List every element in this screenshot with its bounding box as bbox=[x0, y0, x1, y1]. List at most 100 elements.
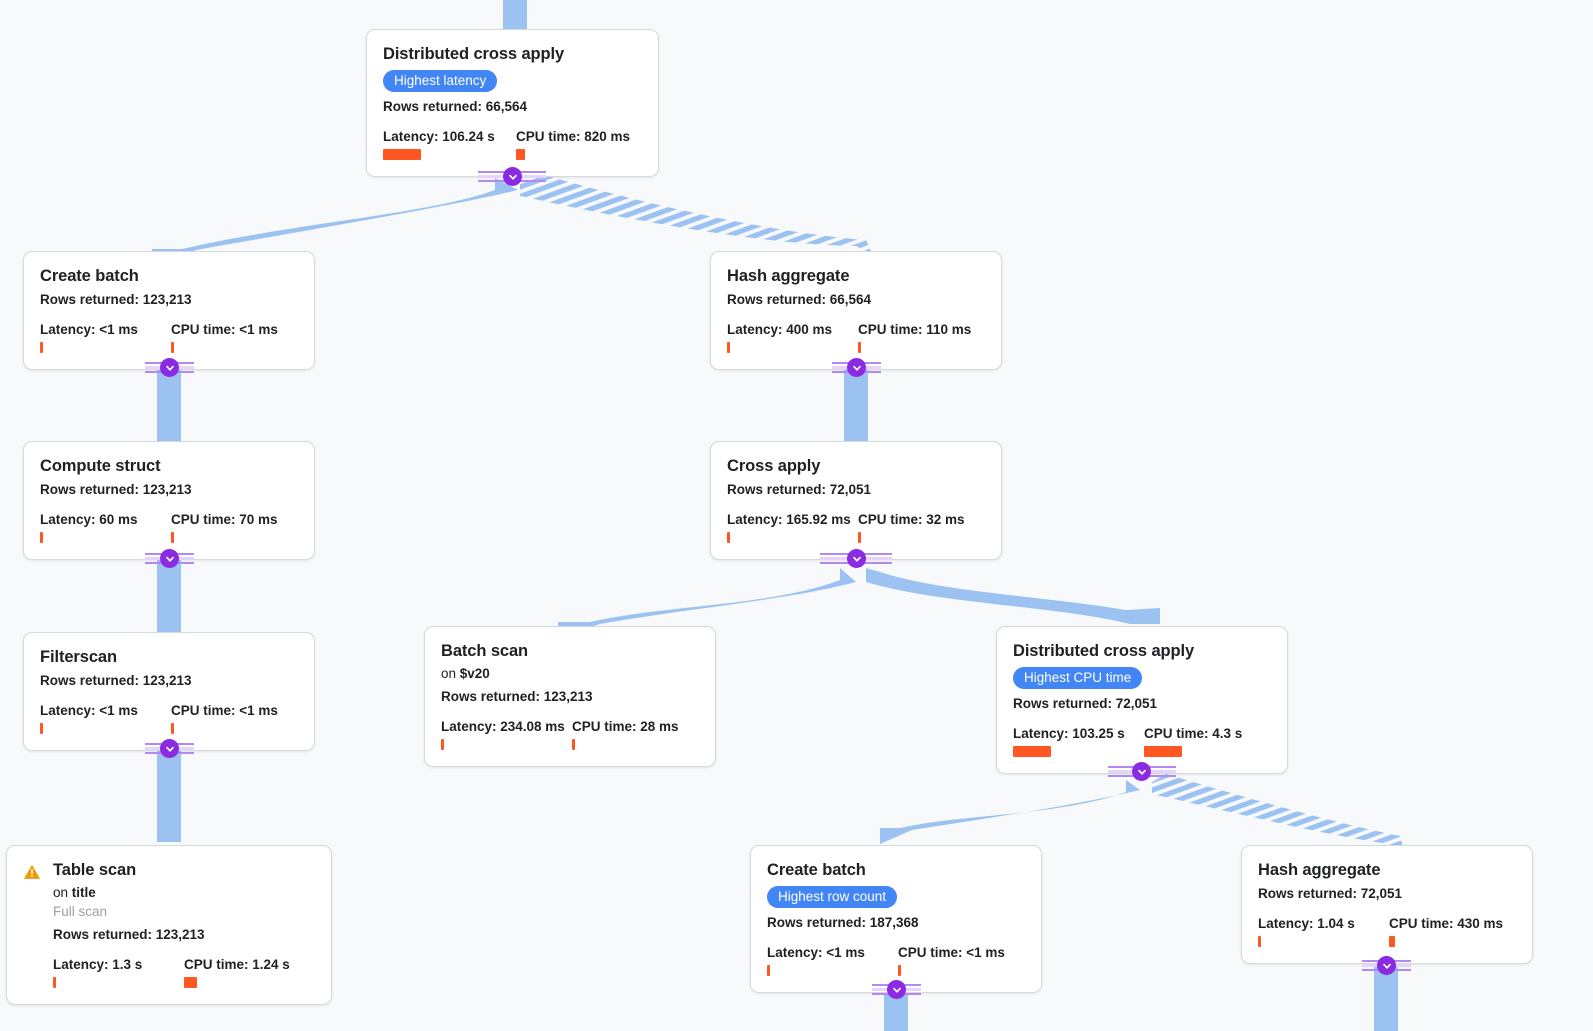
plan-node-create-batch-bottom[interactable]: Create batch Highest row count Rows retu… bbox=[750, 845, 1042, 993]
cpu-bar bbox=[171, 342, 174, 353]
cpu-bar bbox=[1144, 746, 1182, 757]
latency-label: Latency: 60 ms bbox=[40, 512, 138, 527]
chevron-down-icon bbox=[165, 746, 174, 752]
latency-metric: Latency: <1 ms bbox=[40, 703, 171, 734]
rows-returned: Rows returned: 66,564 bbox=[383, 99, 528, 114]
cpu-label: CPU time: 28 ms bbox=[572, 719, 679, 734]
rows-returned: Rows returned: 72,051 bbox=[1013, 696, 1158, 711]
edge-distributed-to-hash-aggregate bbox=[1152, 774, 1404, 850]
collapse-toggle-create-batch[interactable] bbox=[160, 358, 179, 377]
status-badge: Highest latency bbox=[383, 70, 498, 92]
latency-bar bbox=[441, 739, 444, 750]
cpu-metric: CPU time: 430 ms bbox=[1389, 916, 1503, 947]
on-prefix: on bbox=[53, 885, 72, 900]
latency-metric: Latency: 1.04 s bbox=[1258, 916, 1389, 947]
collapse-toggle-distributed-cross-apply[interactable] bbox=[1132, 762, 1151, 781]
latency-metric: Latency: 234.08 ms bbox=[441, 719, 572, 750]
latency-label: Latency: 165.92 ms bbox=[727, 512, 851, 527]
cpu-bar bbox=[898, 965, 901, 976]
collapse-toggle-root[interactable] bbox=[503, 167, 522, 186]
rows-returned: Rows returned: 66,564 bbox=[727, 292, 872, 307]
node-title: Hash aggregate bbox=[727, 267, 850, 285]
collapse-toggle-hash-aggregate-bottom[interactable] bbox=[1377, 956, 1396, 975]
cpu-bar bbox=[858, 532, 861, 543]
latency-bar bbox=[40, 723, 43, 734]
plan-node-cross-apply[interactable]: Cross apply Rows returned: 72,051 Latenc… bbox=[710, 441, 1002, 560]
node-title: Distributed cross apply bbox=[1013, 642, 1195, 660]
cpu-metric: CPU time: 32 ms bbox=[858, 512, 965, 543]
collapse-toggle-cross-apply[interactable] bbox=[847, 549, 866, 568]
latency-label: Latency: 234.08 ms bbox=[441, 719, 565, 734]
scan-target-name: title bbox=[71, 885, 96, 900]
status-badge: Highest CPU time bbox=[1013, 667, 1143, 689]
rows-returned: Rows returned: 123,213 bbox=[40, 673, 192, 688]
cpu-label: CPU time: 70 ms bbox=[171, 512, 278, 527]
cpu-metric: CPU time: 110 ms bbox=[858, 322, 971, 353]
latency-metric: Latency: 106.24 s bbox=[383, 129, 516, 160]
cpu-label: CPU time: <1 ms bbox=[898, 945, 1005, 960]
cpu-metric: CPU time: 28 ms bbox=[572, 719, 679, 750]
latency-metric: Latency: 400 ms bbox=[727, 322, 858, 353]
latency-metric: Latency: <1 ms bbox=[767, 945, 898, 976]
chevron-down-icon bbox=[1137, 769, 1146, 775]
latency-bar bbox=[767, 965, 770, 976]
cpu-label: CPU time: <1 ms bbox=[171, 322, 278, 337]
latency-label: Latency: <1 ms bbox=[40, 703, 138, 718]
node-title: Compute struct bbox=[40, 457, 161, 475]
cpu-bar bbox=[171, 532, 174, 543]
collapse-toggle-create-batch-bottom[interactable] bbox=[887, 980, 906, 999]
cpu-metric: CPU time: <1 ms bbox=[171, 703, 278, 734]
cpu-label: CPU time: 820 ms bbox=[516, 129, 631, 144]
plan-node-create-batch[interactable]: Create batch Rows returned: 123,213 Late… bbox=[23, 251, 315, 370]
cpu-metric: CPU time: 1.24 s bbox=[184, 957, 290, 988]
node-title: Cross apply bbox=[727, 457, 821, 475]
plan-node-batch-scan[interactable]: Batch scan on $v20 Rows returned: 123,21… bbox=[424, 626, 716, 767]
cpu-bar bbox=[572, 739, 575, 750]
cpu-bar bbox=[171, 723, 174, 734]
scan-type: Full scan bbox=[53, 904, 108, 919]
cpu-metric: CPU time: 70 ms bbox=[171, 512, 278, 543]
rows-returned: Rows returned: 123,213 bbox=[40, 292, 192, 307]
node-title: Table scan bbox=[53, 861, 137, 879]
cpu-metric: CPU time: 820 ms bbox=[516, 129, 630, 160]
collapse-toggle-compute-struct[interactable] bbox=[160, 549, 179, 568]
cpu-bar bbox=[184, 977, 197, 988]
latency-metric: Latency: <1 ms bbox=[40, 322, 171, 353]
latency-label: Latency: 103.25 s bbox=[1013, 726, 1125, 741]
rows-returned: Rows returned: 123,213 bbox=[40, 482, 192, 497]
cpu-label: CPU time: 110 ms bbox=[858, 322, 972, 337]
cpu-bar bbox=[1389, 936, 1395, 947]
latency-label: Latency: 1.3 s bbox=[53, 957, 143, 972]
plan-node-compute-struct[interactable]: Compute struct Rows returned: 123,213 La… bbox=[23, 441, 315, 560]
node-title: Hash aggregate bbox=[1258, 861, 1381, 879]
scan-target: on $v20 bbox=[441, 664, 699, 683]
latency-label: Latency: 1.04 s bbox=[1258, 916, 1355, 931]
node-title: Filterscan bbox=[40, 648, 117, 666]
scan-target-name: $v20 bbox=[459, 666, 490, 681]
node-title: Distributed cross apply bbox=[383, 45, 565, 63]
cpu-metric: CPU time: <1 ms bbox=[171, 322, 278, 353]
rows-returned: Rows returned: 123,213 bbox=[441, 689, 593, 704]
cpu-bar bbox=[516, 149, 525, 160]
plan-node-hash-aggregate-bottom[interactable]: Hash aggregate Rows returned: 72,051 Lat… bbox=[1241, 845, 1533, 964]
scan-target: on title bbox=[53, 883, 315, 902]
cpu-metric: CPU time: 4.3 s bbox=[1144, 726, 1242, 757]
latency-bar bbox=[53, 977, 56, 988]
plan-node-table-scan[interactable]: Table scan on title Full scan Rows retur… bbox=[6, 845, 332, 1005]
warning-icon bbox=[23, 864, 41, 879]
latency-metric: Latency: 103.25 s bbox=[1013, 726, 1144, 757]
plan-node-filterscan[interactable]: Filterscan Rows returned: 123,213 Latenc… bbox=[23, 632, 315, 751]
collapse-toggle-filterscan[interactable] bbox=[160, 739, 179, 758]
chevron-down-icon bbox=[852, 556, 861, 562]
latency-bar bbox=[727, 532, 730, 543]
node-title: Batch scan bbox=[441, 642, 529, 660]
plan-node-distributed-cross-apply[interactable]: Distributed cross apply Highest CPU time… bbox=[996, 626, 1288, 774]
latency-bar bbox=[383, 149, 421, 160]
collapse-toggle-hash-aggregate[interactable] bbox=[847, 358, 866, 377]
plan-node-hash-aggregate[interactable]: Hash aggregate Rows returned: 66,564 Lat… bbox=[710, 251, 1002, 370]
status-badge: Highest row count bbox=[767, 886, 898, 908]
cpu-label: CPU time: <1 ms bbox=[171, 703, 278, 718]
plan-node-distributed-cross-apply-root[interactable]: Distributed cross apply Highest latency … bbox=[366, 29, 659, 177]
latency-label: Latency: 106.24 s bbox=[383, 129, 495, 144]
node-title: Create batch bbox=[40, 267, 139, 285]
